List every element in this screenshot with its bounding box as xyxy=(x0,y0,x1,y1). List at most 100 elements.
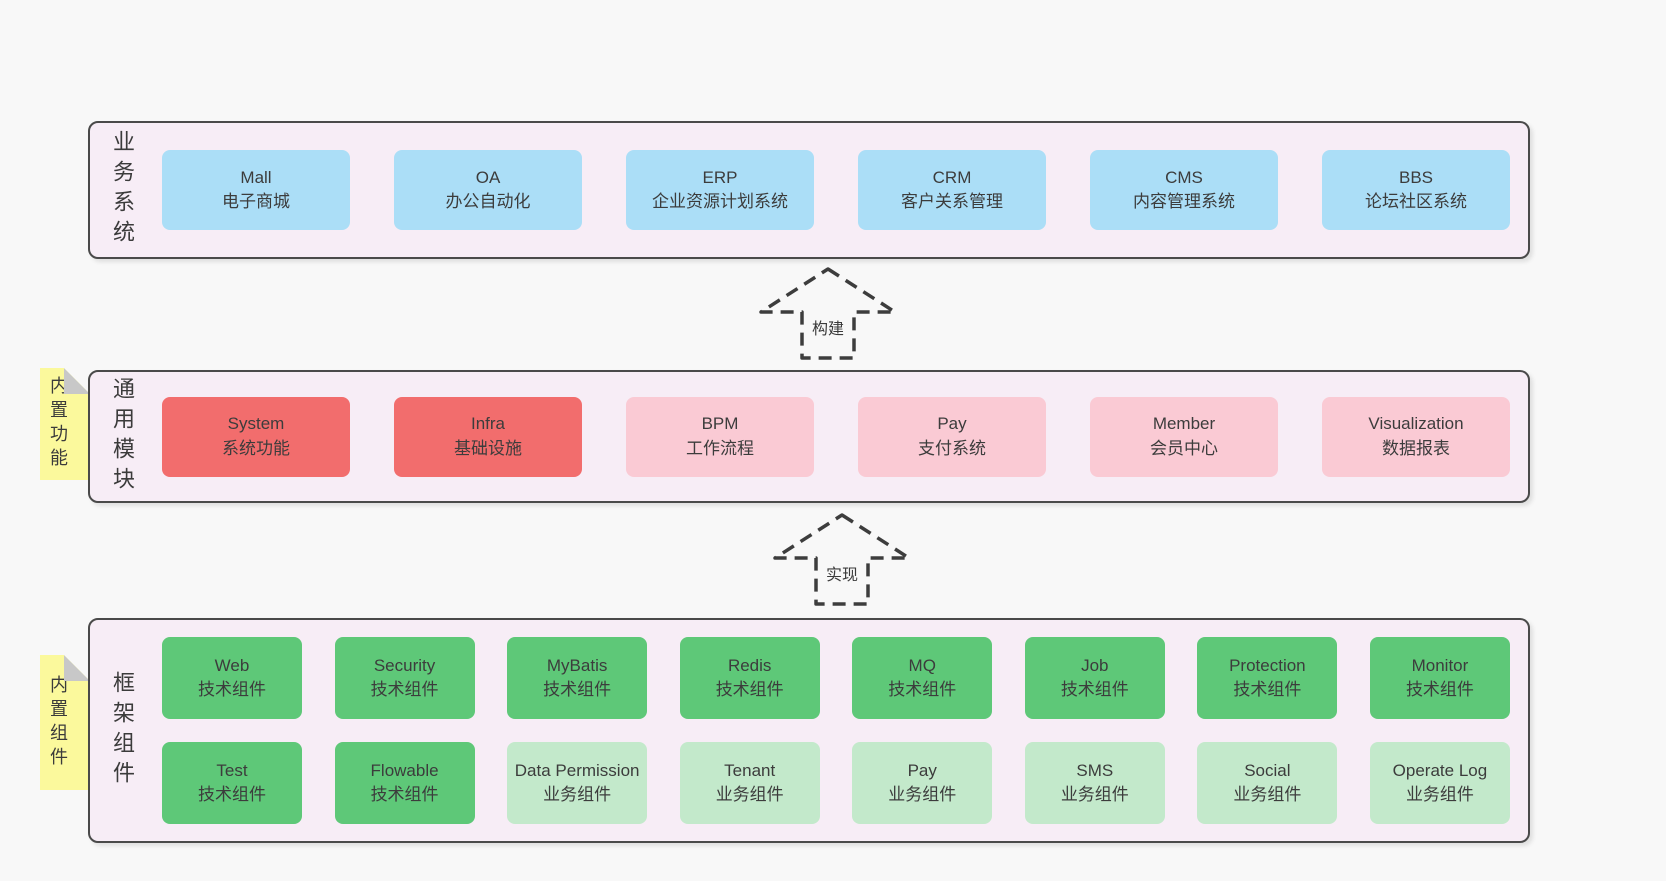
box-subtitle: 数据报表 xyxy=(1382,438,1450,458)
system-box-cms: CMS 内容管理系统 xyxy=(1090,150,1278,230)
sticky-note-built-in-components: 内置组件 xyxy=(40,655,90,790)
box-title: ERP xyxy=(702,167,738,187)
implement-arrow: 实现 xyxy=(772,512,912,607)
sticky-note-built-in-functions: 内置功能 xyxy=(40,368,90,480)
box-title: Monitor xyxy=(1411,655,1469,675)
component-box-tenant: Tenant 业务组件 xyxy=(679,742,820,824)
box-title: Web xyxy=(214,655,250,675)
component-box-operate-log: Operate Log 业务组件 xyxy=(1369,742,1510,824)
component-box-redis: Redis 技术组件 xyxy=(679,637,820,719)
box-subtitle: 业务组件 xyxy=(1060,785,1129,804)
component-box-web: Web 技术组件 xyxy=(162,637,302,719)
business-systems-panel: 业务系统 Mall 电子商城 OA 办公自动化 ERP 企业资源计划系统 CRM… xyxy=(88,121,1530,259)
box-title: Pay xyxy=(937,414,967,434)
box-title: Job xyxy=(1081,655,1109,675)
box-subtitle: 工作流程 xyxy=(686,438,754,458)
box-subtitle: 技术组件 xyxy=(198,785,266,804)
panel-title-framework-components: 框架组件 xyxy=(110,670,135,791)
box-subtitle: 技术组件 xyxy=(543,680,612,699)
box-subtitle: 基础设施 xyxy=(454,438,522,458)
system-box-mall: Mall 电子商城 xyxy=(162,150,350,230)
box-title: Tenant xyxy=(724,760,776,780)
box-subtitle: 技术组件 xyxy=(370,680,439,699)
module-box-member: Member 会员中心 xyxy=(1090,396,1278,477)
box-title: Operate Log xyxy=(1392,760,1488,780)
box-subtitle: 办公自动化 xyxy=(445,192,531,211)
box-subtitle: 客户关系管理 xyxy=(901,192,1003,211)
box-subtitle: 技术组件 xyxy=(198,680,266,699)
box-title: Visualization xyxy=(1368,414,1464,434)
box-subtitle: 业务组件 xyxy=(1405,785,1474,804)
box-subtitle: 技术组件 xyxy=(1060,680,1129,699)
box-subtitle: 业务组件 xyxy=(1233,785,1302,804)
component-box-security: Security 技术组件 xyxy=(334,637,475,719)
module-box-visualization: Visualization 数据报表 xyxy=(1322,396,1510,477)
system-box-crm: CRM 客户关系管理 xyxy=(858,150,1046,230)
box-title: Member xyxy=(1152,414,1216,434)
component-box-job: Job 技术组件 xyxy=(1024,637,1165,719)
sticky-note-label: 内置功能 xyxy=(48,376,68,472)
box-title: Flowable xyxy=(370,760,439,780)
box-subtitle: 电子商城 xyxy=(222,192,290,211)
module-box-pay: Pay 支付系统 xyxy=(858,396,1046,477)
panel-title-common-modules: 通用模块 xyxy=(110,376,135,497)
box-title: Protection xyxy=(1229,655,1306,675)
panel-title-business-systems: 业务系统 xyxy=(110,130,135,250)
box-subtitle: 系统功能 xyxy=(222,438,290,458)
box-subtitle: 企业资源计划系统 xyxy=(652,192,788,211)
box-title: MyBatis xyxy=(546,655,608,675)
module-box-system: System 系统功能 xyxy=(162,396,350,477)
box-subtitle: 技术组件 xyxy=(888,680,957,699)
component-box-test: Test 技术组件 xyxy=(162,742,302,824)
box-title: Test xyxy=(216,760,248,780)
box-subtitle: 技术组件 xyxy=(370,785,439,804)
business-systems-row: Mall 电子商城 OA 办公自动化 ERP 企业资源计划系统 CRM 客户关系… xyxy=(140,150,1528,230)
framework-components-grid: Web 技术组件 Security 技术组件 MyBatis 技术组件 Redi… xyxy=(140,637,1528,824)
up-arrow-icon xyxy=(759,267,897,360)
system-box-bbs: BBS 论坛社区系统 xyxy=(1322,150,1510,230)
build-arrow: 构建 xyxy=(758,266,898,361)
box-subtitle: 技术组件 xyxy=(715,680,784,699)
box-title: CMS xyxy=(1165,167,1203,187)
box-subtitle: 会员中心 xyxy=(1150,438,1218,458)
up-arrow-icon xyxy=(773,513,911,606)
box-title: Mall xyxy=(240,167,272,187)
component-box-pay: Pay 业务组件 xyxy=(852,742,993,824)
component-box-sms: SMS 业务组件 xyxy=(1024,742,1165,824)
box-subtitle: 技术组件 xyxy=(1405,680,1474,699)
box-subtitle: 支付系统 xyxy=(918,438,986,458)
box-title: System xyxy=(227,414,285,434)
box-subtitle: 内容管理系统 xyxy=(1133,192,1235,211)
box-title: MQ xyxy=(908,655,936,675)
system-box-erp: ERP 企业资源计划系统 xyxy=(626,150,814,230)
component-box-monitor: Monitor 技术组件 xyxy=(1369,637,1510,719)
box-title: SMS xyxy=(1076,760,1114,780)
box-subtitle: 业务组件 xyxy=(715,785,784,804)
build-arrow-label: 构建 xyxy=(806,314,850,340)
common-modules-row: System 系统功能 Infra 基础设施 BPM 工作流程 Pay 支付系统… xyxy=(140,396,1528,477)
box-subtitle: 论坛社区系统 xyxy=(1365,192,1467,211)
common-modules-panel: 通用模块 System 系统功能 Infra 基础设施 BPM 工作流程 Pay… xyxy=(88,370,1530,503)
box-title: CRM xyxy=(932,167,972,187)
box-subtitle: 技术组件 xyxy=(1233,680,1302,699)
box-title: BPM xyxy=(701,414,739,434)
component-box-protection: Protection 技术组件 xyxy=(1197,637,1338,719)
implement-arrow-label: 实现 xyxy=(820,560,864,586)
system-box-oa: OA 办公自动化 xyxy=(394,150,582,230)
box-title: Data Permission xyxy=(514,760,640,780)
component-box-flowable: Flowable 技术组件 xyxy=(334,742,475,824)
box-title: BBS xyxy=(1398,167,1434,187)
sticky-note-label: 内置组件 xyxy=(48,674,68,771)
module-box-infra: Infra 基础设施 xyxy=(394,396,582,477)
component-box-mybatis: MyBatis 技术组件 xyxy=(507,637,648,719)
box-title: Pay xyxy=(907,760,937,780)
box-title: Infra xyxy=(470,414,506,434)
box-subtitle: 业务组件 xyxy=(543,785,612,804)
box-title: Social xyxy=(1244,760,1291,780)
module-box-bpm: BPM 工作流程 xyxy=(626,396,814,477)
component-box-social: Social 业务组件 xyxy=(1197,742,1338,824)
box-title: Redis xyxy=(727,655,772,675)
component-box-data-permission: Data Permission 业务组件 xyxy=(507,742,648,824)
component-box-mq: MQ 技术组件 xyxy=(852,637,993,719)
box-subtitle: 业务组件 xyxy=(888,785,957,804)
